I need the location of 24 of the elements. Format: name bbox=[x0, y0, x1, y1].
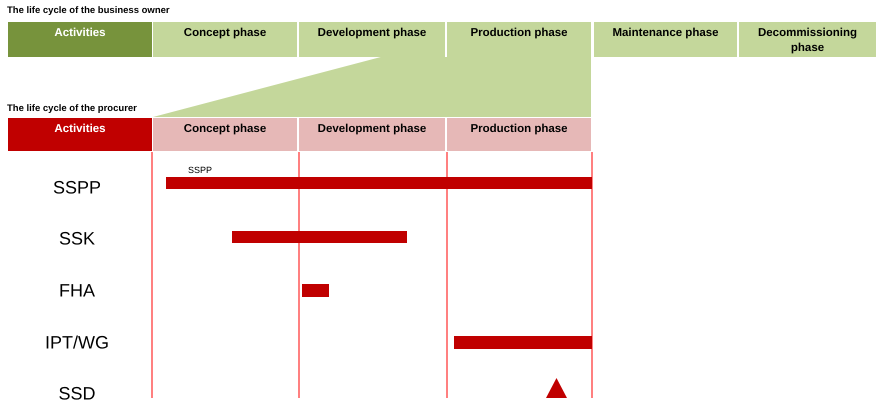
timeline-bar bbox=[302, 284, 329, 297]
timeline-bar bbox=[454, 336, 592, 349]
phase-header: Concept phase bbox=[153, 22, 297, 57]
phase-header: Concept phase bbox=[153, 118, 297, 151]
phase-header: Development phase bbox=[299, 22, 445, 57]
phase-header: Development phase bbox=[299, 118, 445, 151]
timeline-bar bbox=[232, 231, 407, 243]
phase-header: Production phase bbox=[447, 22, 591, 57]
activity-label: SSPP bbox=[52, 178, 102, 198]
bar-label: SSPP bbox=[188, 165, 212, 175]
milestone-triangle bbox=[546, 378, 567, 398]
zoom-wedge bbox=[153, 57, 591, 117]
activity-label: FHA bbox=[59, 280, 95, 302]
activities-header: Activities bbox=[8, 118, 152, 151]
phase-header: Maintenance phase bbox=[594, 22, 737, 57]
section-title: The life cycle of the procurer bbox=[7, 103, 137, 114]
phase-header: Production phase bbox=[447, 118, 591, 151]
timeline-bar bbox=[166, 177, 592, 189]
activities-header: Activities bbox=[8, 22, 152, 57]
activity-label: SSD bbox=[58, 384, 96, 402]
activity-label: SSK bbox=[58, 228, 96, 250]
phase-header: Decommissioning phase bbox=[739, 22, 876, 57]
section-title: The life cycle of the business owner bbox=[7, 5, 170, 16]
activity-label: IPT/WG bbox=[45, 332, 109, 354]
